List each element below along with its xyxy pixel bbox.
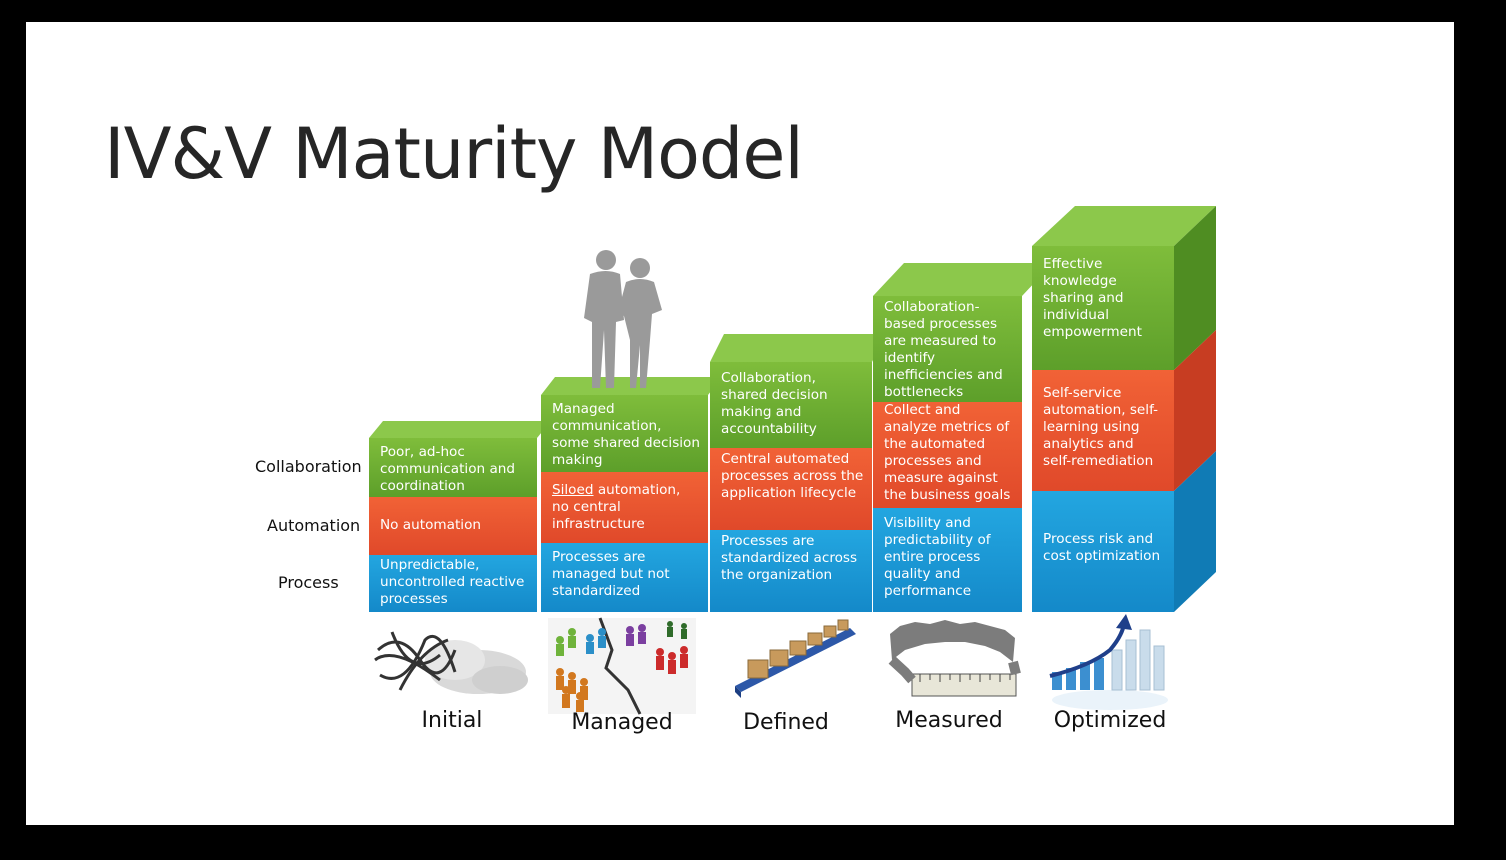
managed-collaboration-cell: Managed communication, some shared decis… [541,395,708,472]
column-optimized-top [1032,206,1216,246]
divided-people-icon [548,617,696,715]
stage-label-initial: Initial [421,708,483,733]
managed-automation-rest: automation, no central infrastructure [552,482,681,532]
initial-process-cell: Unpredictable, uncontrolled reactive pro… [369,555,537,612]
initial-automation-cell: No automation [369,497,537,555]
optimized-collaboration-cell: Effective knowledge sharing and individu… [1032,246,1174,370]
gear-ruler-icon [888,620,1021,697]
conveyor-boxes-icon [735,619,856,698]
business-people-silhouette [584,250,662,388]
row-label-process: Process [278,573,339,592]
column-initial-top [369,421,551,438]
stage-label-optimized: Optimized [1053,708,1167,733]
column-optimized-side-orange [1174,330,1216,491]
column-measured-top [873,263,1053,296]
column-defined-top [710,334,886,362]
defined-automation-cell: Central automated processes across the a… [710,448,872,530]
defined-collaboration-cell: Collaboration, shared decision making an… [710,362,872,448]
column-optimized-side-green [1174,206,1216,370]
stage-label-managed: Managed [571,710,673,735]
stage-label-measured: Measured [895,708,1003,733]
managed-process-cell: Processes are managed but not standardiz… [541,543,708,612]
column-optimized-side-blue [1174,451,1216,612]
defined-process-cell: Processes are standardized across the or… [710,530,872,612]
tangled-cloud-icon [374,631,528,694]
measured-process-cell: Visibility and predictability of entire … [873,508,1022,612]
initial-collaboration-cell: Poor, ad-hoc communication and coordinat… [369,438,537,497]
stage-label-defined: Defined [743,710,829,735]
measured-collaboration-cell: Collaboration-based processes are measur… [873,296,1022,402]
slide-title: IV&V Maturity Model [104,112,804,195]
managed-automation-cell: Siloed automation, no central infrastruc… [541,472,708,543]
optimized-automation-cell: Self-service automation, self-learning u… [1032,370,1174,491]
measured-automation-cell: Collect and analyze metrics of the autom… [873,402,1022,508]
managed-automation-underlined: Siloed [552,482,594,498]
row-label-automation: Automation [267,516,361,535]
row-label-collaboration: Collaboration [255,457,362,476]
optimized-process-cell: Process risk and cost optimization [1032,491,1174,612]
growth-chart-icon [1049,614,1168,710]
